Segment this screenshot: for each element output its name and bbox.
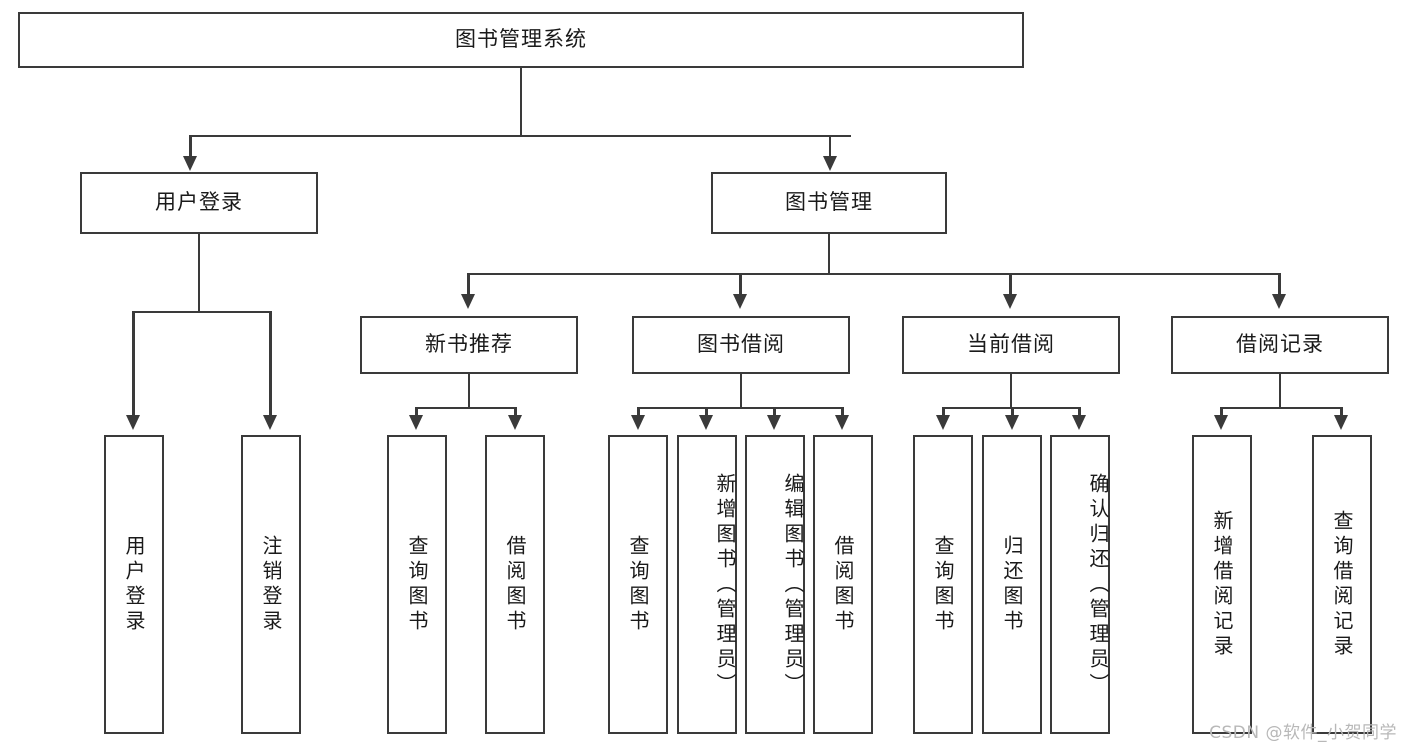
arrowhead-current-borrow xyxy=(1002,294,1017,309)
node-label: 新增图书（管理员） xyxy=(713,473,737,698)
node-label: 编辑图书（管理员） xyxy=(781,473,805,698)
edge-recommend-to-leaf2 xyxy=(514,406,517,417)
arrowhead-new-book-recommend xyxy=(460,294,475,309)
arrowhead-book-management xyxy=(822,156,837,171)
arrowhead-leaf-borrow-book-recommend xyxy=(507,415,522,430)
edge-record-stem xyxy=(1278,374,1282,408)
node-label: 借阅图书 xyxy=(503,534,527,635)
edge-bb-to-leaf1 xyxy=(637,406,640,417)
edge-user-login-bar xyxy=(132,310,271,313)
arrowhead-book-borrow xyxy=(732,294,747,309)
arrowhead-leaf-borrow-book xyxy=(834,415,849,430)
edge-user-login-to-leaf1 xyxy=(132,310,135,416)
edge-bb-to-leaf3 xyxy=(773,406,776,417)
node-new-book-recommend[interactable]: 新书推荐 xyxy=(360,316,578,374)
arrowhead-leaf-query-borrow-record xyxy=(1333,415,1348,430)
edge-bookborrow-bar xyxy=(637,406,843,409)
node-root-book-management-system[interactable]: 图书管理系统 xyxy=(18,12,1024,68)
node-borrow-record[interactable]: 借阅记录 xyxy=(1171,316,1389,374)
node-leaf-edit-book-admin[interactable]: 编辑图书（管理员） xyxy=(745,435,805,734)
arrowhead-leaf-query-book-current xyxy=(935,415,950,430)
node-label: 查询图书 xyxy=(626,534,650,635)
node-label: 注销登录 xyxy=(259,534,283,635)
edge-book-management-stem xyxy=(827,234,831,274)
node-leaf-query-book-borrow[interactable]: 查询图书 xyxy=(608,435,668,734)
edge-root-bar xyxy=(189,134,851,137)
node-label: 查询图书 xyxy=(405,534,429,635)
node-label: 归还图书 xyxy=(1000,534,1024,635)
edge-bb-to-leaf2 xyxy=(705,406,708,417)
edge-bb-to-leaf4 xyxy=(841,406,844,417)
node-label: 新增借阅记录 xyxy=(1210,509,1234,660)
edge-cb-to-leaf3 xyxy=(1078,406,1081,417)
node-leaf-borrow-book[interactable]: 借阅图书 xyxy=(813,435,873,734)
node-leaf-add-book-admin[interactable]: 新增图书（管理员） xyxy=(677,435,737,734)
edge-bm-to-current xyxy=(1009,272,1012,295)
edge-br-to-leaf1 xyxy=(1220,406,1223,417)
node-label: 用户登录 xyxy=(155,190,243,215)
edge-book-management-bar xyxy=(467,272,1281,275)
node-leaf-return-book[interactable]: 归还图书 xyxy=(982,435,1042,734)
node-book-borrow[interactable]: 图书借阅 xyxy=(632,316,850,374)
node-leaf-query-book-current[interactable]: 查询图书 xyxy=(913,435,973,734)
edge-cb-to-leaf2 xyxy=(1011,406,1014,417)
node-leaf-borrow-book-recommend[interactable]: 借阅图书 xyxy=(485,435,545,734)
edge-root-stem xyxy=(519,68,523,136)
edge-current-stem xyxy=(1009,374,1013,408)
node-label: 用户登录 xyxy=(122,534,146,635)
node-label: 确认归还（管理员） xyxy=(1086,473,1110,698)
node-label: 图书管理系统 xyxy=(455,27,587,52)
edge-bm-to-record xyxy=(1278,272,1281,295)
node-label: 借阅记录 xyxy=(1236,332,1324,357)
node-leaf-logout[interactable]: 注销登录 xyxy=(241,435,301,734)
node-leaf-confirm-return-admin[interactable]: 确认归还（管理员） xyxy=(1050,435,1110,734)
node-label: 当前借阅 xyxy=(967,332,1055,357)
arrowhead-leaf-logout xyxy=(262,415,277,430)
edge-br-to-leaf2 xyxy=(1340,406,1343,417)
edge-user-login-to-leaf2 xyxy=(269,310,272,416)
edge-recommend-to-leaf1 xyxy=(415,406,418,417)
arrowhead-leaf-user-login xyxy=(125,415,140,430)
arrowhead-leaf-query-book-borrow xyxy=(630,415,645,430)
edge-bookborrow-stem xyxy=(739,374,743,408)
node-label: 图书管理 xyxy=(785,190,873,215)
arrowhead-borrow-record xyxy=(1271,294,1286,309)
arrowhead-leaf-add-borrow-record xyxy=(1213,415,1228,430)
node-label: 查询图书 xyxy=(931,534,955,635)
arrowhead-leaf-query-book-recommend xyxy=(408,415,423,430)
node-user-login[interactable]: 用户登录 xyxy=(80,172,318,234)
node-leaf-add-borrow-record[interactable]: 新增借阅记录 xyxy=(1192,435,1252,734)
node-label: 查询借阅记录 xyxy=(1330,509,1354,660)
node-book-management[interactable]: 图书管理 xyxy=(711,172,947,234)
node-label: 借阅图书 xyxy=(831,534,855,635)
node-label: 新书推荐 xyxy=(425,332,513,357)
edge-user-login-stem xyxy=(197,234,201,312)
arrowhead-user-login xyxy=(182,156,197,171)
edge-record-bar xyxy=(1220,406,1342,409)
edge-root-to-book-management xyxy=(828,134,832,157)
node-leaf-user-login[interactable]: 用户登录 xyxy=(104,435,164,734)
arrowhead-leaf-add-book-admin xyxy=(698,415,713,430)
edge-cb-to-leaf1 xyxy=(942,406,945,417)
arrowhead-leaf-return-book xyxy=(1004,415,1019,430)
arrowhead-leaf-edit-book-admin xyxy=(766,415,781,430)
edge-recommend-stem xyxy=(467,374,471,408)
arrowhead-leaf-confirm-return-admin xyxy=(1071,415,1086,430)
edge-recommend-bar xyxy=(415,406,517,409)
csdn-watermark: CSDN @软件_小贺同学 xyxy=(1209,723,1397,743)
edge-bm-to-recommend xyxy=(467,272,470,295)
edge-bm-to-borrow xyxy=(739,272,742,295)
edge-root-to-user-login xyxy=(189,134,192,157)
node-leaf-query-book-recommend[interactable]: 查询图书 xyxy=(387,435,447,734)
node-label: 图书借阅 xyxy=(697,332,785,357)
node-leaf-query-borrow-record[interactable]: 查询借阅记录 xyxy=(1312,435,1372,734)
node-current-borrow[interactable]: 当前借阅 xyxy=(902,316,1120,374)
